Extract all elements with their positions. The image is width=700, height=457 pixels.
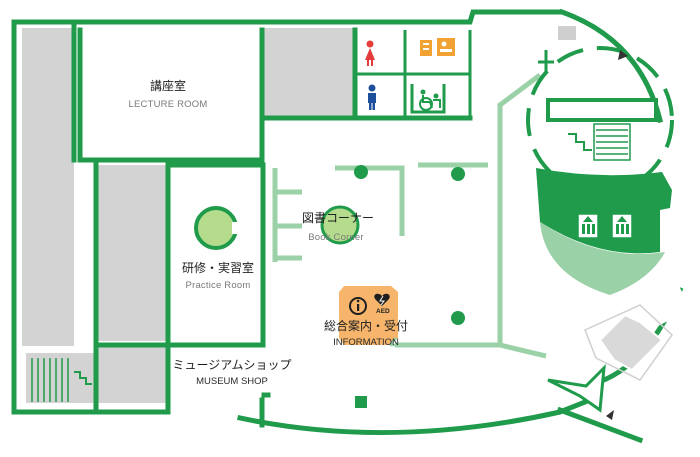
outer-wall-top	[11, 9, 563, 25]
male-restroom-icon	[368, 84, 376, 110]
accessible-restroom-icon	[410, 84, 446, 114]
lecture-room-label-jp: 講座室	[150, 78, 186, 93]
book-corner-label-en: Book Corner	[308, 232, 364, 243]
gray-area-small	[558, 26, 576, 40]
information-label-en: INFORMATION	[333, 337, 399, 348]
gray-area-top	[262, 28, 354, 120]
practice-room-wall	[165, 162, 266, 348]
restroom-partitions	[355, 30, 472, 118]
stairs-icon	[568, 123, 631, 161]
diagonal-wall	[497, 73, 542, 166]
lecture-room-label-en: LECTURE ROOM	[129, 99, 208, 110]
info-icon	[349, 297, 367, 315]
lecture-room-wall	[77, 27, 265, 163]
book-corner-label-jp: 図書コーナー	[302, 211, 374, 225]
gray-area-center-left	[96, 165, 166, 341]
pillar	[451, 311, 465, 325]
map-outline-shape	[598, 313, 664, 372]
outer-wall-left	[11, 19, 171, 415]
book-corner-shelves-left	[272, 168, 302, 262]
direction-arrow-icon	[606, 410, 614, 420]
elevator-icon	[577, 213, 599, 239]
column-gap	[232, 222, 240, 234]
restroom-wall-bottom	[352, 27, 473, 121]
female-restroom-icon	[365, 40, 375, 66]
pillar	[451, 167, 465, 181]
information-wall	[395, 166, 503, 348]
museum-shop-label-jp: ミュージアムショップ	[173, 358, 292, 372]
entrance-door	[547, 363, 606, 413]
outer-wall-bottom-right	[556, 406, 644, 444]
practice-room-column	[194, 206, 238, 250]
practice-room-label-jp: 研修・実習室	[182, 260, 254, 275]
outer-wall-bottom-curve	[237, 396, 594, 436]
information-label-jp: 総合案内・受付	[324, 318, 408, 333]
aed-heart-icon	[374, 293, 390, 306]
gray-area-left	[22, 28, 74, 346]
right-wall-stub	[538, 50, 554, 72]
elevator-icon	[611, 213, 633, 239]
stairs-icon	[31, 358, 92, 402]
upper-bridge	[546, 98, 658, 122]
baby-care-icon	[420, 38, 455, 56]
info-arrow	[389, 337, 398, 347]
information-wall-extension	[499, 342, 547, 359]
elevator-lower-shadow	[540, 222, 665, 295]
pillar	[355, 396, 367, 408]
practice-room-label-en: Practice Room	[186, 280, 251, 291]
book-corner-column	[320, 205, 360, 245]
aed-label: AED	[376, 308, 390, 315]
elevator-core	[536, 168, 672, 254]
gray-area-bottom	[96, 345, 166, 403]
museum-shop-label-en: MUSEUM SHOP	[196, 376, 268, 387]
direction-arrow-icon	[618, 50, 628, 60]
pillar	[354, 165, 368, 179]
elevator-hall-ring	[526, 46, 674, 194]
map-outline-border	[584, 304, 673, 381]
